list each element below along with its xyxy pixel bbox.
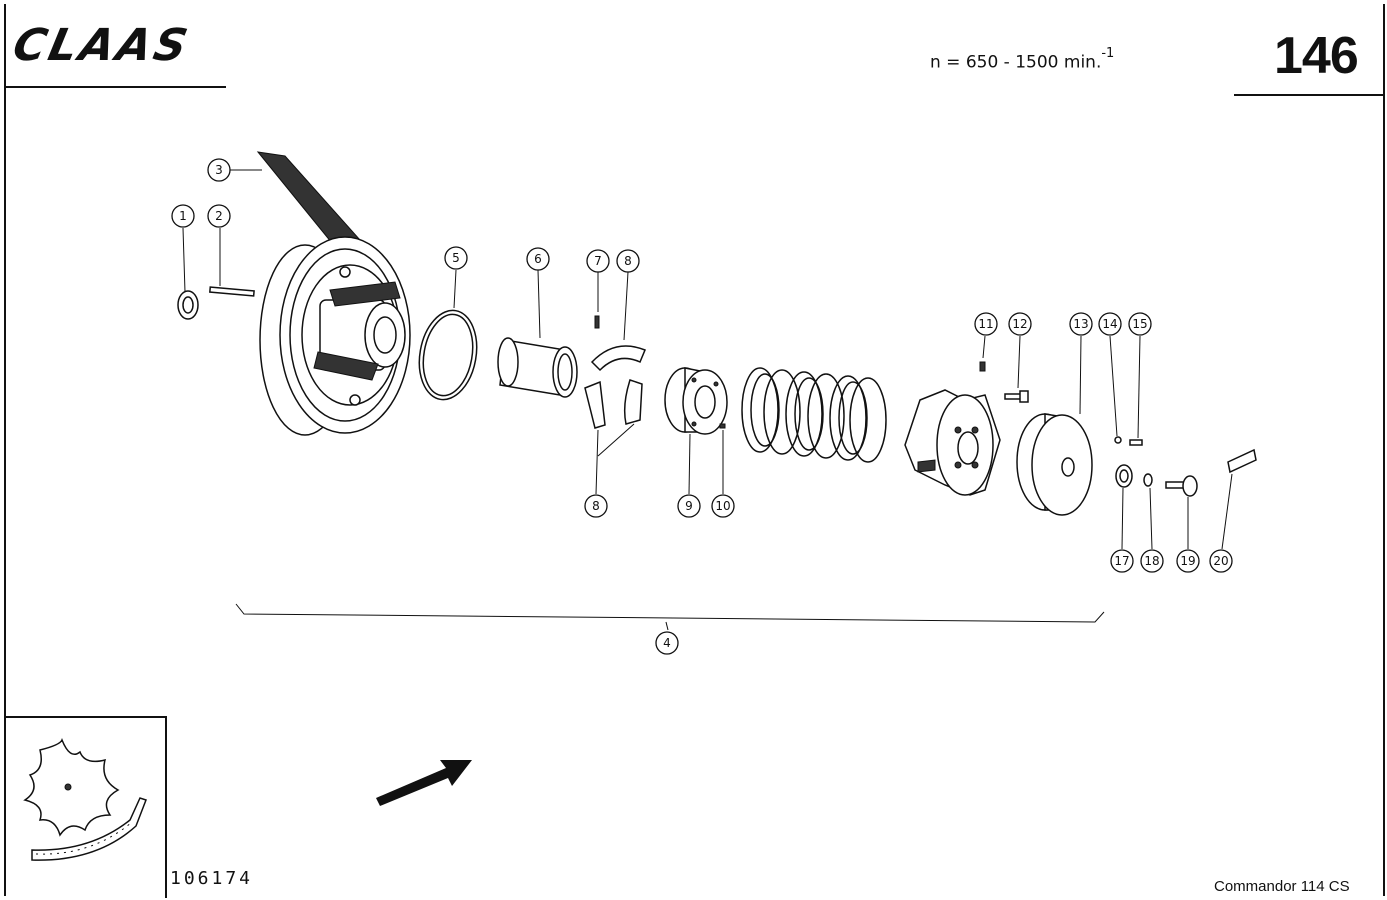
callout-11: 11 xyxy=(974,312,998,336)
callout-label: 2 xyxy=(215,209,223,223)
callout-3: 3 xyxy=(207,158,231,182)
friction-shoes-lower xyxy=(584,379,643,495)
seal-ring xyxy=(177,227,199,320)
page-number: 146 xyxy=(1274,27,1359,85)
callout-5: 5 xyxy=(444,246,468,270)
flange-plate xyxy=(904,389,1001,496)
clutch-drum xyxy=(1016,335,1093,516)
callout-20: 20 xyxy=(1209,549,1233,573)
callout-label: 4 xyxy=(663,636,671,650)
callout-8b: 8 xyxy=(584,494,608,518)
page-frame xyxy=(4,4,1385,896)
model-name: Commandor 114 CS xyxy=(1214,878,1350,895)
compression-spring xyxy=(741,367,887,463)
callout-14: 14 xyxy=(1098,312,1122,336)
inset-location-drawing xyxy=(23,737,147,861)
callout-1: 1 xyxy=(171,204,195,228)
callout-19: 19 xyxy=(1176,549,1200,573)
callout-6: 6 xyxy=(526,247,550,271)
drawing-number: 106174 xyxy=(170,868,254,889)
bushing xyxy=(497,269,578,398)
friction-shoe-upper xyxy=(590,271,646,372)
washer-14 xyxy=(1109,335,1122,444)
page-number-underline xyxy=(1234,94,1384,96)
callout-2: 2 xyxy=(207,204,231,228)
inset-frame xyxy=(4,716,167,898)
small-pin xyxy=(594,272,600,329)
callout-4: 4 xyxy=(655,631,679,655)
callout-label: 12 xyxy=(1012,317,1027,331)
callout-10: 10 xyxy=(711,494,735,518)
key-pin xyxy=(209,228,255,297)
logo-underline xyxy=(6,86,226,88)
direction-arrow xyxy=(376,760,472,806)
bolt-19 xyxy=(1165,475,1198,549)
dowel-pin xyxy=(719,423,726,494)
callout-label: 9 xyxy=(685,499,693,513)
callout-7: 7 xyxy=(586,249,610,273)
clutch-hub xyxy=(664,367,728,495)
callout-label: 5 xyxy=(452,251,460,265)
callout-label: 8 xyxy=(624,254,632,268)
callout-9: 9 xyxy=(677,494,701,518)
callout-13: 13 xyxy=(1069,312,1093,336)
callout-12: 12 xyxy=(1008,312,1032,336)
callout-label: 11 xyxy=(978,317,993,331)
callout-label: 19 xyxy=(1180,554,1195,568)
callout-label: 18 xyxy=(1144,554,1159,568)
callout-label: 20 xyxy=(1213,554,1228,568)
callout-label: 13 xyxy=(1073,317,1088,331)
callout-8a: 8 xyxy=(616,249,640,273)
speed-text: n = 650 - 1500 min. xyxy=(930,52,1102,73)
nut-17 xyxy=(1115,464,1133,550)
callout-17: 17 xyxy=(1110,549,1134,573)
bolt-15 xyxy=(1129,335,1143,446)
callout-label: 8 xyxy=(592,499,600,513)
speed-exponent: -1 xyxy=(1101,46,1115,61)
callout-label: 17 xyxy=(1114,554,1129,568)
callout-18: 18 xyxy=(1140,549,1164,573)
callout-label: 6 xyxy=(534,252,542,266)
washer-18 xyxy=(1143,473,1153,550)
callout-label: 14 xyxy=(1102,317,1117,331)
callout-label: 1 xyxy=(179,209,187,223)
callout-label: 15 xyxy=(1132,317,1147,331)
callout-label: 3 xyxy=(215,163,223,177)
callout-label: 10 xyxy=(715,499,730,513)
screw-12 xyxy=(1004,335,1029,403)
v-belt xyxy=(230,151,361,249)
callout-15: 15 xyxy=(1128,312,1152,336)
assembly-bracket xyxy=(235,603,1105,631)
pulley-assembly xyxy=(259,236,411,436)
callout-label: 7 xyxy=(594,254,602,268)
small-key xyxy=(979,335,986,372)
speed-range: n = 650 - 1500 min.-1 xyxy=(930,46,1114,73)
label-plate xyxy=(1221,448,1257,550)
circlip xyxy=(418,269,478,401)
